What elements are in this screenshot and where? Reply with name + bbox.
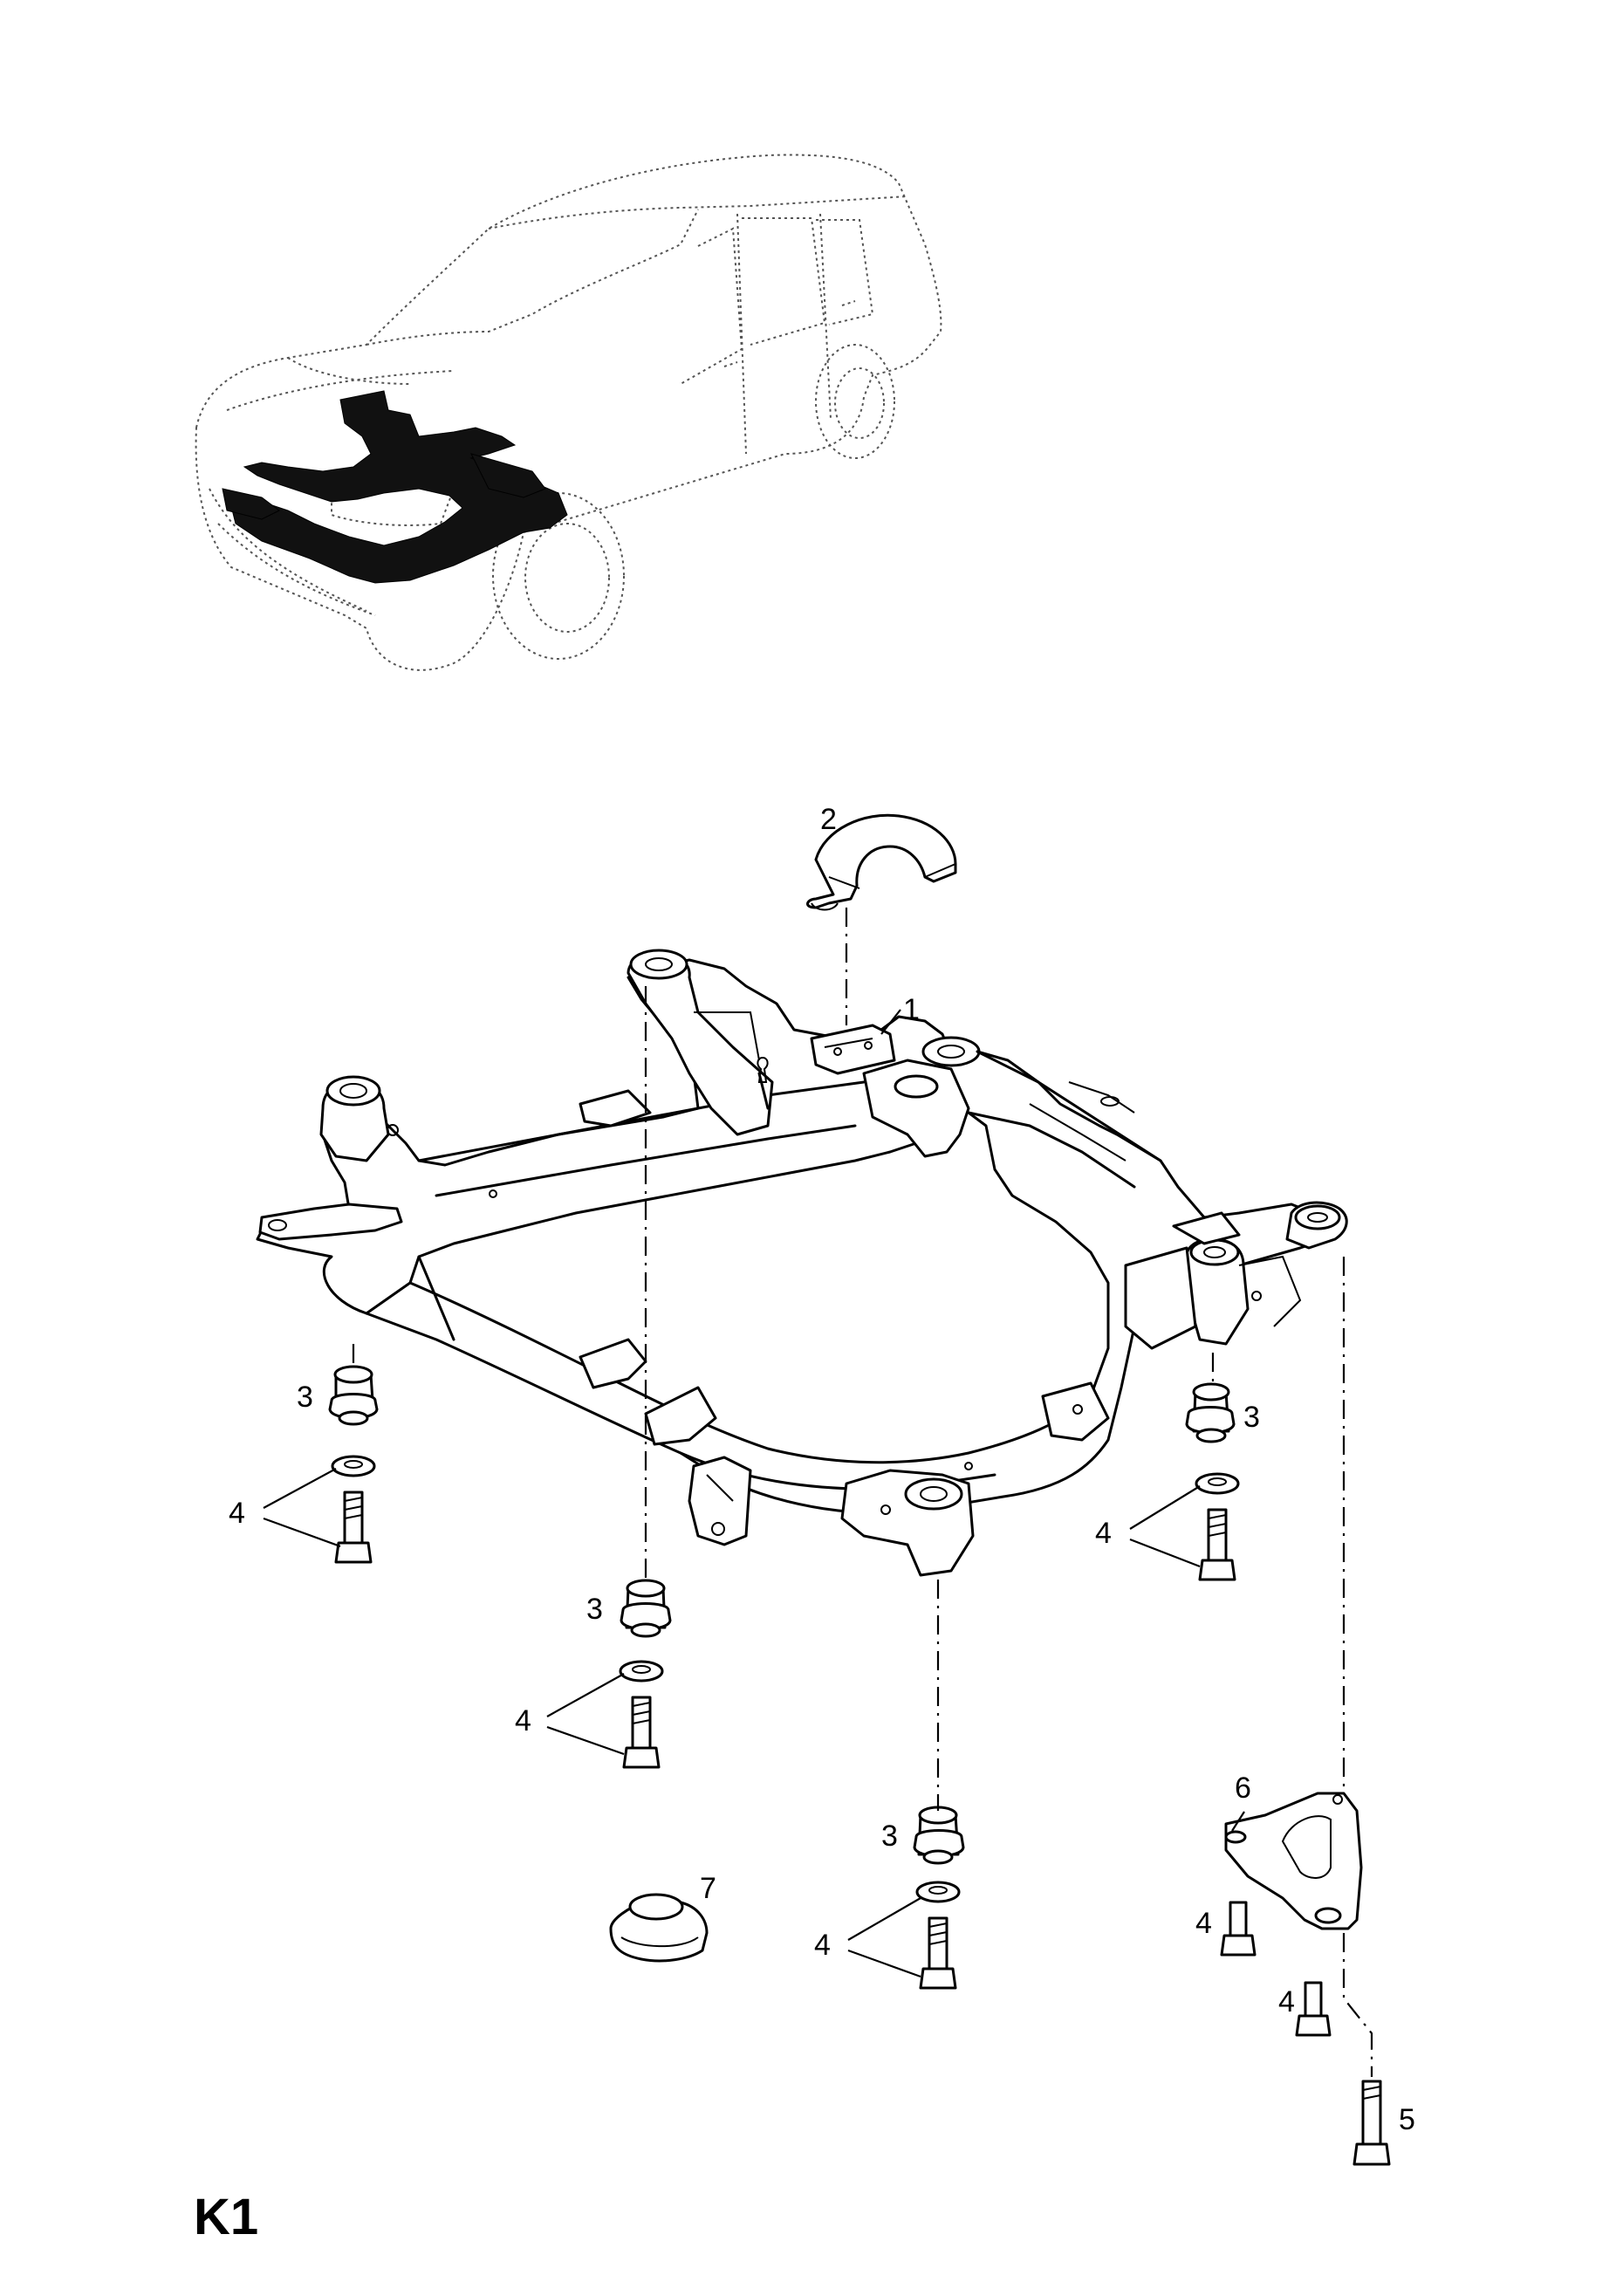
- callout-4: 4: [515, 1704, 531, 1737]
- assembly-lines: [352, 908, 1373, 2077]
- callout-6: 6: [1235, 1772, 1251, 1805]
- rubber-mount: [1185, 1382, 1236, 1443]
- long-bolt: [1352, 2080, 1391, 2166]
- callout-1: 1: [903, 993, 920, 1026]
- rubber-mount: [913, 1806, 965, 1865]
- callout-4: 4: [229, 1497, 245, 1530]
- subframe-crossmember: [256, 949, 1348, 1577]
- callout-5: 5: [1399, 2103, 1415, 2136]
- sheet-code: K1: [194, 2189, 258, 2245]
- washer-and-bolt-set: [331, 1455, 376, 1564]
- rubber-plug: [609, 1893, 709, 1963]
- washer-and-bolt-set: [619, 1660, 664, 1769]
- washer-and-bolt-set: [1195, 1472, 1240, 1581]
- callout-4: 4: [814, 1929, 831, 1962]
- vehicle-locator-illustration: [195, 154, 942, 671]
- mounting-bracket: [1224, 1792, 1363, 1930]
- callout-7: 7: [700, 1872, 716, 1905]
- callout-labels: 1 2 3 3 3 3 4 4 4 4 4 4 5 6 7: [229, 803, 1415, 2136]
- bolt: [1220, 1901, 1257, 1957]
- callout-3: 3: [297, 1381, 313, 1414]
- callout-4: 4: [1095, 1517, 1112, 1550]
- callout-3: 3: [881, 1820, 898, 1853]
- callout-4: 4: [1195, 1907, 1212, 1940]
- callout-2: 2: [820, 803, 837, 836]
- rubber-mount: [620, 1579, 672, 1638]
- stabilizer-clamp: [806, 813, 957, 911]
- washer-and-bolt-set: [915, 1881, 961, 1990]
- bolt: [1295, 1981, 1332, 2037]
- callout-4: 4: [1278, 1985, 1295, 2018]
- callout-3: 3: [586, 1593, 603, 1626]
- callout-3: 3: [1243, 1401, 1260, 1434]
- leader-lines: [263, 1009, 1245, 1978]
- rubber-mount: [328, 1365, 379, 1426]
